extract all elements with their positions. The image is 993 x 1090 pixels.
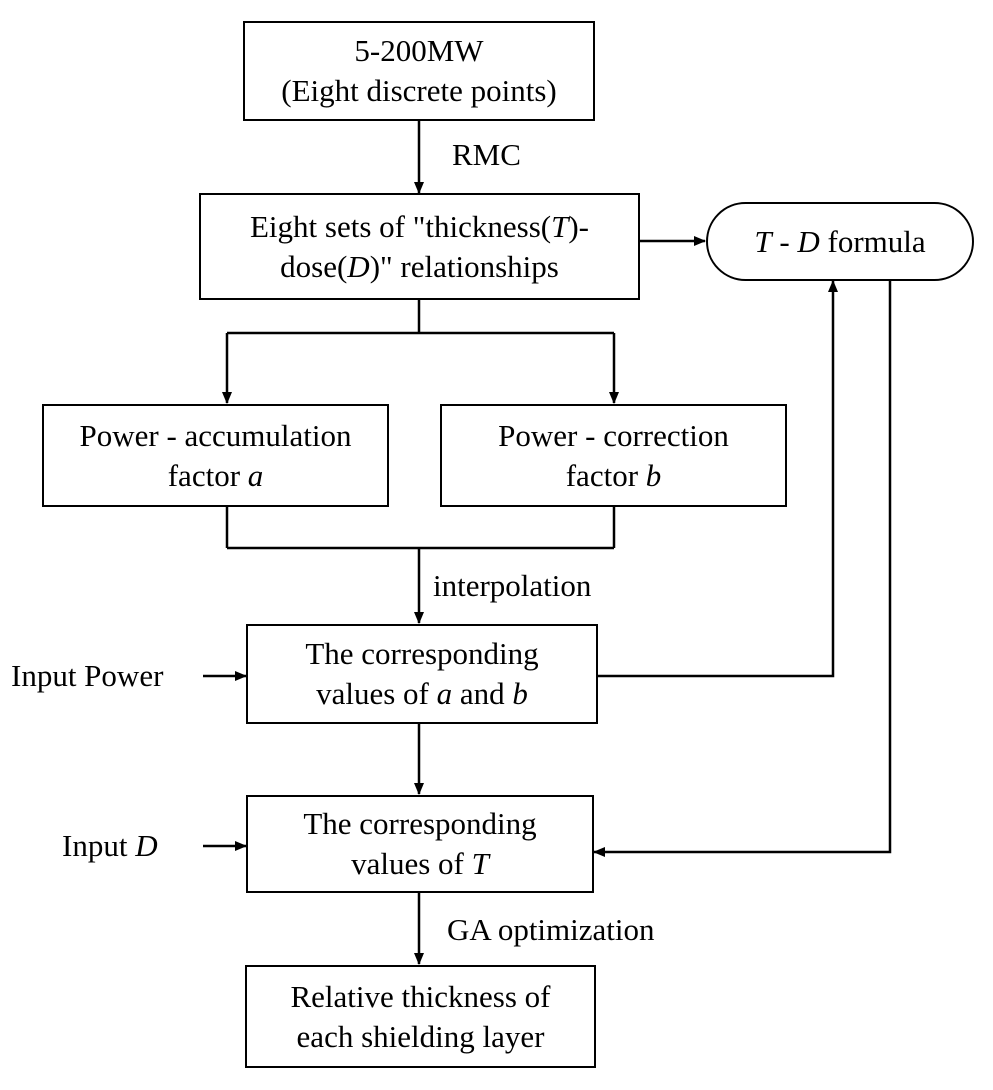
ga-optimization-label: GA optimization [447,912,655,947]
correction-line1: Power - correction [498,417,729,453]
td-relationships-line1: Eight sets of "thickness(T)- [250,208,589,244]
rmc-label: RMC [452,137,521,172]
correction-factor-box: Power - correction factor b [440,404,787,507]
td-relationships-line2: dose(D)" relationships [280,248,559,284]
correction-line2: factor b [565,457,662,493]
accumulation-line1: Power - accumulation [79,417,352,453]
arrow-formula-to-t [593,281,892,857]
input-d-label: Input D [62,828,158,863]
ab-values-line1: The corresponding [305,636,539,671]
t-values-line1: The corresponding [303,806,537,841]
t-values-line2: values of T [351,846,489,881]
td-formula-label: T - D formula [754,223,926,259]
td-formula-box: T - D formula [706,202,974,281]
input-power-label: Input Power [11,658,164,693]
result-box: Relative thickness of each shielding lay… [245,965,596,1068]
t-values-box: The corresponding values of T [246,795,594,893]
accumulation-line2: factor a [167,457,264,493]
ab-values-box: The corresponding values of a and b [246,624,598,724]
ab-values-line2: values of a and b [316,676,528,711]
power-range-line1: 5-200MW [354,33,484,68]
result-line2: each shielding layer [296,1018,545,1054]
accumulation-factor-box: Power - accumulation factor a [42,404,389,507]
power-range-box: 5-200MW (Eight discrete points) [243,21,595,121]
arrow-ab-to-formula [598,280,838,678]
result-line1: Relative thickness of [290,978,551,1014]
td-relationships-box: Eight sets of "thickness(T)- dose(D)" re… [199,193,640,300]
power-range-line2: (Eight discrete points) [281,73,557,108]
interpolation-label: interpolation [433,568,592,603]
